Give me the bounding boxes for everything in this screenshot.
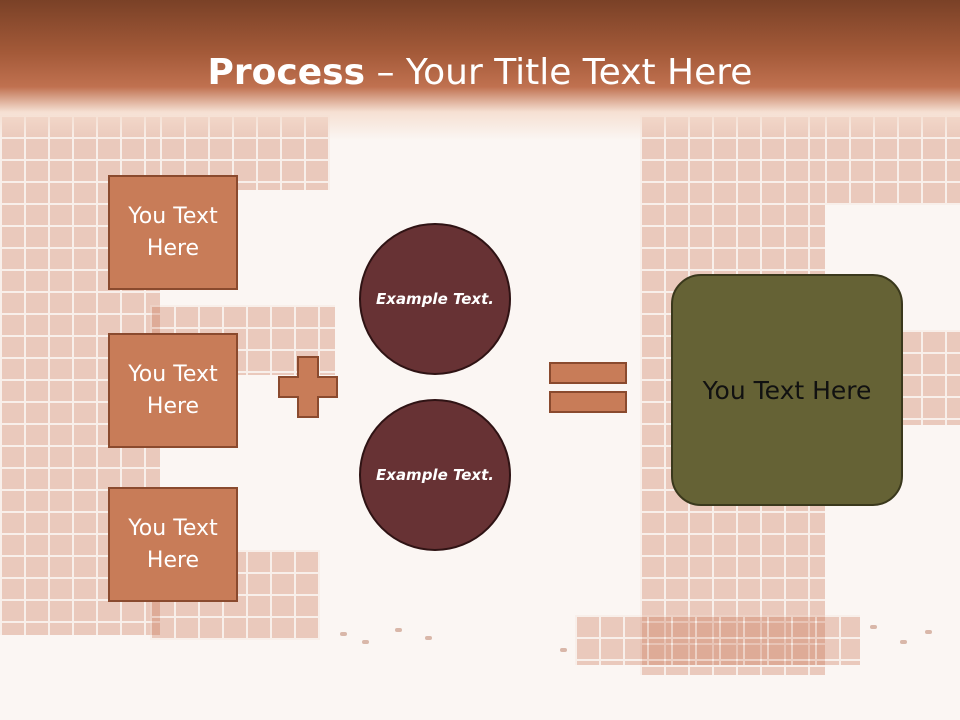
text-box-3[interactable]: You Text Here xyxy=(108,487,238,602)
title-rest: – Your Title Text Here xyxy=(365,52,753,93)
result-box[interactable]: You Text Here xyxy=(671,274,903,506)
rubble-piece xyxy=(900,640,907,644)
brick-wall-right-rubble xyxy=(575,615,860,665)
rubble-piece xyxy=(340,632,347,636)
example-circle-1[interactable]: Example Text. xyxy=(359,223,511,375)
title-bold: Process xyxy=(207,52,366,93)
rubble-piece xyxy=(870,625,877,629)
equals-bar-top xyxy=(549,362,627,384)
rubble-piece xyxy=(560,648,567,652)
page-title: Process – Your Title Text Here xyxy=(0,52,960,93)
text-box-2[interactable]: You Text Here xyxy=(108,333,238,448)
plus-icon xyxy=(278,356,338,418)
example-circle-2[interactable]: Example Text. xyxy=(359,399,511,551)
rubble-piece xyxy=(925,630,932,634)
text-box-1[interactable]: You Text Here xyxy=(108,175,238,290)
rubble-piece xyxy=(395,628,402,632)
equals-bar-bottom xyxy=(549,391,627,413)
rubble-piece xyxy=(425,636,432,640)
rubble-piece xyxy=(362,640,369,644)
header-banner xyxy=(0,0,960,140)
